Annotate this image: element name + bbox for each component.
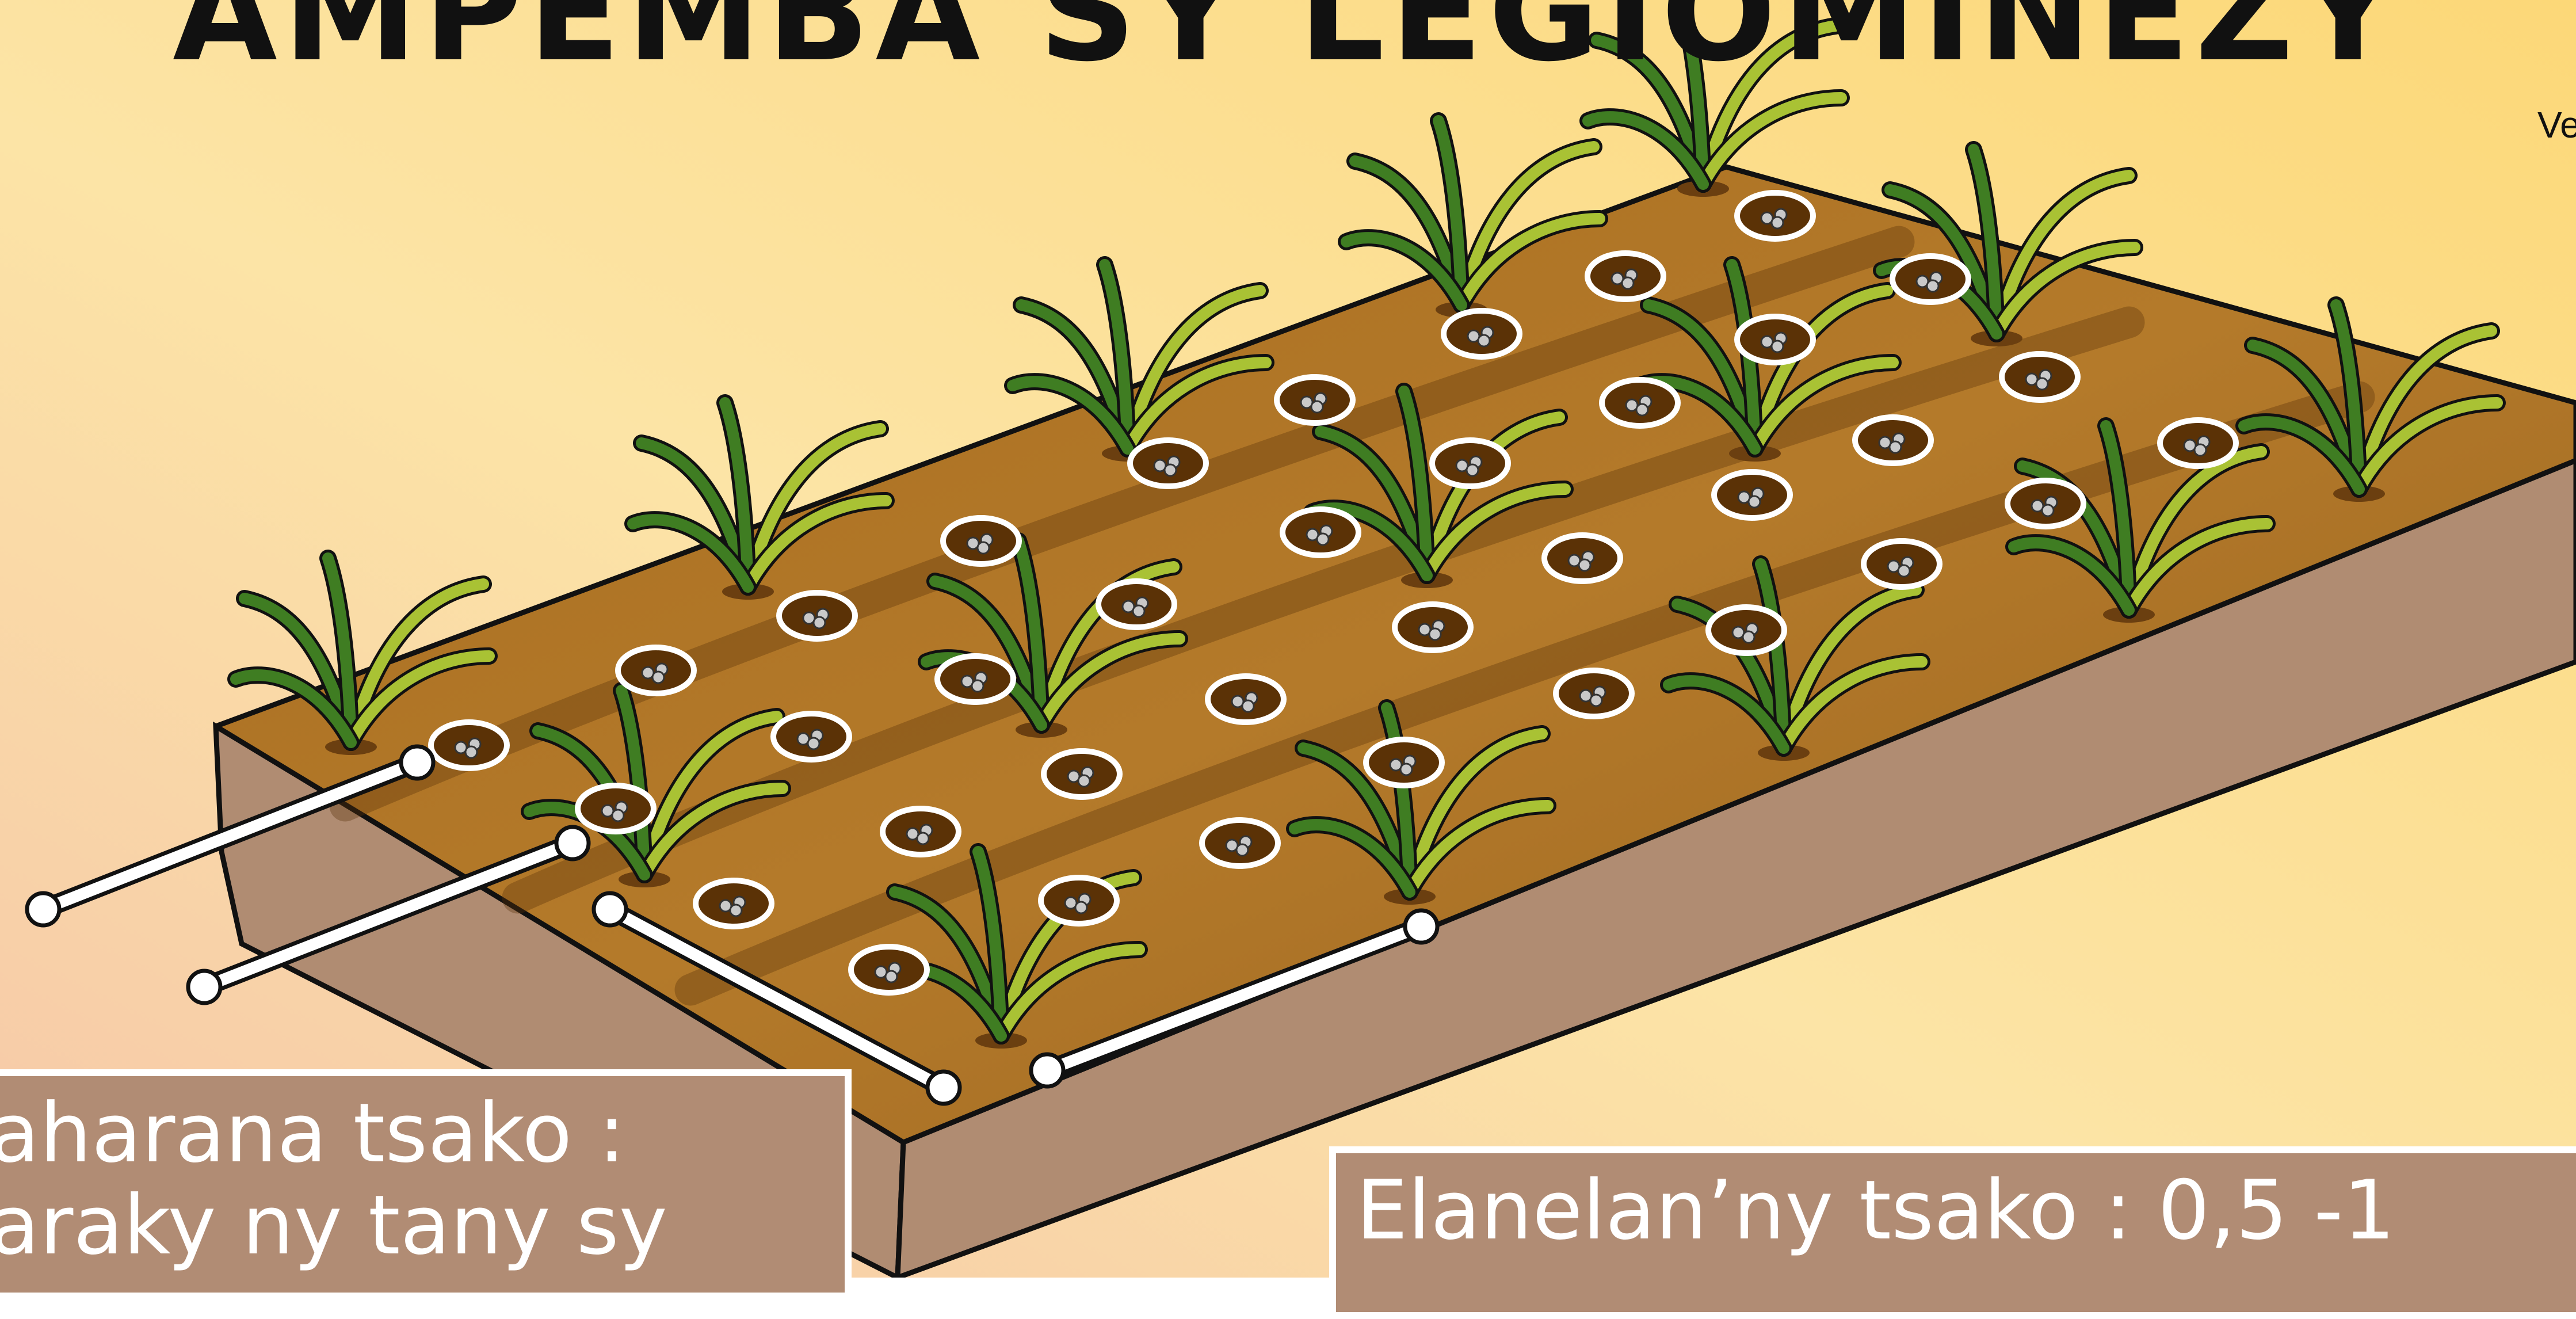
legume-seed-hole-icon <box>618 647 694 693</box>
legume-seed-hole-icon <box>2008 481 2083 527</box>
legume-seed-hole-icon <box>1737 317 1813 363</box>
legume-seed-hole-icon <box>1602 380 1678 426</box>
legume-seed-hole-icon <box>1432 440 1508 486</box>
legume-seed-hole-icon <box>1444 311 1520 357</box>
legume-seed-hole-icon <box>1892 256 1968 302</box>
legume-seed-hole-icon <box>943 518 1019 564</box>
legume-seed-hole-icon <box>1864 541 1940 587</box>
legume-seed-hole-icon <box>696 880 772 927</box>
legume-seed-hole-icon <box>1098 581 1174 627</box>
caption-right: Elanelan’ny tsako : 0,5 -1 <box>1329 1146 2576 1319</box>
caption-left-line-2: araky ny tany sy <box>0 1180 845 1272</box>
legume-seed-hole-icon <box>1855 417 1931 463</box>
legume-seed-hole-icon <box>1395 604 1471 650</box>
corner-text: Ve <box>2537 104 2576 146</box>
legume-seed-hole-icon <box>1737 193 1813 239</box>
legume-seed-hole-icon <box>2160 420 2236 466</box>
legume-seed-hole-icon <box>773 714 849 760</box>
legume-seed-hole-icon <box>779 593 855 639</box>
legume-seed-hole-icon <box>578 786 654 832</box>
page-title: AMPEMBA SY LEGIOMINEZY <box>173 0 2403 81</box>
legume-seed-hole-icon <box>1544 535 1620 581</box>
legume-seed-hole-icon <box>851 947 927 993</box>
legume-seed-hole-icon <box>937 656 1013 702</box>
legume-seed-hole-icon <box>1587 253 1663 299</box>
legume-seed-hole-icon <box>1366 739 1442 786</box>
caption-left-line-1: aharana tsako : <box>0 1088 845 1180</box>
legume-seed-hole-icon <box>1708 607 1784 653</box>
legume-seed-hole-icon <box>1202 820 1278 866</box>
legume-seed-hole-icon <box>1283 509 1358 555</box>
legume-seed-hole-icon <box>1556 670 1632 716</box>
legume-seed-hole-icon <box>883 809 959 855</box>
legume-seed-hole-icon <box>1208 676 1284 722</box>
legume-seed-hole-icon <box>1041 878 1117 924</box>
legume-seed-hole-icon <box>1277 377 1353 423</box>
legume-seed-hole-icon <box>1044 751 1120 797</box>
legume-seed-hole-icon <box>1130 440 1206 486</box>
caption-left: aharana tsako : araky ny tany sy <box>0 1069 852 1299</box>
legume-seed-hole-icon <box>1714 472 1790 518</box>
legume-seed-hole-icon <box>431 722 507 768</box>
legume-seed-hole-icon <box>2002 354 2078 400</box>
